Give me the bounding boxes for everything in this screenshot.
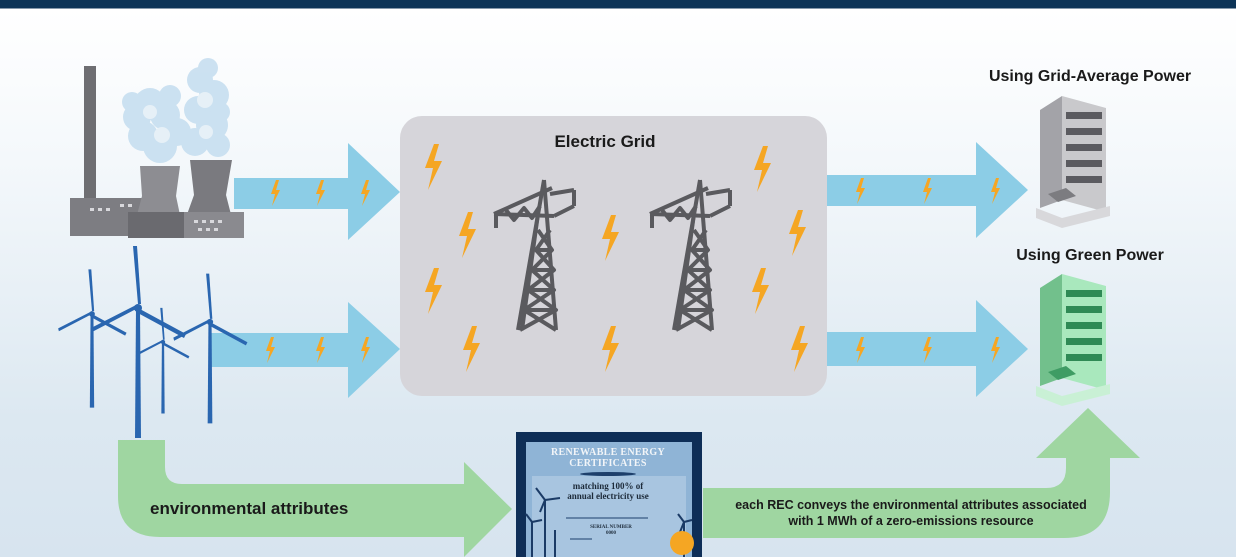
green-building-icon bbox=[1036, 274, 1110, 406]
power-plant-icon bbox=[70, 58, 244, 238]
environmental-attributes-label: environmental attributes bbox=[150, 499, 349, 518]
grid-title: Electric Grid bbox=[554, 132, 656, 151]
grid-average-building-title: Using Grid-Average Power bbox=[988, 68, 1192, 85]
rec-explanation-line1: each REC conveys the environmental attri… bbox=[735, 498, 1087, 512]
certificate-subtitle-line1: matching 100% of bbox=[572, 481, 644, 491]
certificate-subtitle-line2: annual electricity use bbox=[567, 491, 649, 501]
attribute-arrows bbox=[118, 408, 1140, 557]
certificate-serial: SERIAL NUMBER 0000 bbox=[576, 525, 646, 537]
certificate-subtitle: matching 100% of annual electricity use bbox=[534, 481, 682, 501]
certificate-title-line2: CERTIFICATES bbox=[569, 458, 647, 469]
rec-explanation: each REC conveys the environmental attri… bbox=[704, 497, 1118, 529]
certificate-serial-line1: SERIAL NUMBER bbox=[590, 525, 632, 530]
rec-certificate bbox=[516, 432, 702, 557]
certificate-title: RENEWABLE ENERGY CERTIFICATES bbox=[522, 447, 694, 469]
green-building-title: Using Green Power bbox=[1016, 247, 1164, 264]
electric-grid-box bbox=[400, 116, 827, 396]
certificate-serial-line2: 0000 bbox=[606, 531, 616, 536]
certificate-title-line1: RENEWABLE ENERGY bbox=[551, 447, 665, 458]
rec-explanation-line2: with 1 MWh of a zero-emissions resource bbox=[788, 514, 1034, 528]
grid-average-building-icon bbox=[1036, 96, 1110, 228]
